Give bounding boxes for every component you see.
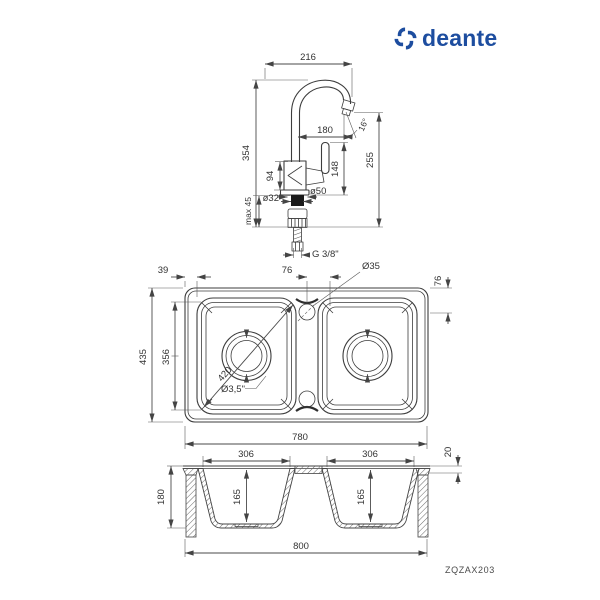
sink-top-view: 39 76 Ø35 76 435 xyxy=(138,261,452,423)
section-dimensions: 20 180 165 165 800 xyxy=(156,447,461,557)
dim-bowl-length: 356 xyxy=(161,349,172,365)
dim-bowl-width-left: 306 xyxy=(238,449,254,460)
dim-hole-diameter: ø32 xyxy=(263,193,279,204)
dim-bowl-diagonal: 420 xyxy=(216,365,235,384)
dim-counter-thickness: 20 xyxy=(443,447,454,458)
deante-pinwheel-icon xyxy=(394,27,417,50)
dim-max-counter-thickness: max 45 xyxy=(243,197,253,225)
dim-spout-angle: 16° xyxy=(356,117,370,133)
dim-spout-width: 216 xyxy=(300,52,316,63)
dim-outlet-height: 255 xyxy=(365,152,376,168)
dim-rim-width: 780 xyxy=(292,432,308,443)
right-bowl-section xyxy=(321,468,420,529)
left-bowl-corner-bevels xyxy=(201,302,292,410)
dim-total-height: 354 xyxy=(241,145,252,161)
dim-drain-diameter: Ø3,5" xyxy=(221,384,245,395)
dim-hole-offset: 76 xyxy=(282,265,293,276)
counter-cut-section xyxy=(291,195,304,206)
dim-handle-height: 148 xyxy=(330,161,341,177)
faucet-aerator xyxy=(341,99,356,117)
dim-total-depth: 435 xyxy=(138,349,149,365)
dim-rim-offset: 39 xyxy=(158,265,169,276)
dim-bowl-width-right: 306 xyxy=(362,449,378,460)
dim-total-depth-section: 180 xyxy=(156,489,167,505)
dim-tap-hole-diameter: Ø35 xyxy=(362,261,380,272)
left-bowl-section xyxy=(197,468,296,529)
product-code: ZQZAX203 xyxy=(445,565,495,575)
dim-bowl-depth-left: 165 xyxy=(232,489,243,505)
faucet-outline xyxy=(279,79,356,252)
dim-connection-thread: G 3/8" xyxy=(312,249,339,260)
left-drain-recess xyxy=(234,523,259,527)
dim-spout-reach: 180 xyxy=(317,125,333,136)
mounting-nut-ribs xyxy=(291,218,306,228)
thread-hatch xyxy=(293,228,302,243)
right-bowl-corner-bevels xyxy=(322,302,413,410)
tap-hole-top xyxy=(298,303,316,321)
section-outline xyxy=(182,465,462,538)
deante-logo: deante xyxy=(394,27,497,50)
faucet-front-view: 216 354 255 180 16° xyxy=(241,52,383,260)
sink-top-outline xyxy=(184,287,429,423)
right-drain-recess xyxy=(358,523,383,527)
dim-bowl-depth-right: 165 xyxy=(356,489,367,505)
faucet-dimensions: 216 354 255 180 16° xyxy=(241,52,383,260)
right-drain xyxy=(342,329,393,383)
brand-name: deante xyxy=(422,25,498,51)
dim-body-height: 94 xyxy=(265,171,276,182)
section-dimensions-top: 780 306 306 xyxy=(184,426,428,467)
dim-overall-width: 800 xyxy=(293,541,309,552)
dim-base-diameter: ø50 xyxy=(310,186,326,197)
tap-hole-bottom xyxy=(298,390,316,408)
dim-hole-edge-distance: 76 xyxy=(433,276,444,287)
sink-section-view: 780 306 306 xyxy=(156,426,462,557)
